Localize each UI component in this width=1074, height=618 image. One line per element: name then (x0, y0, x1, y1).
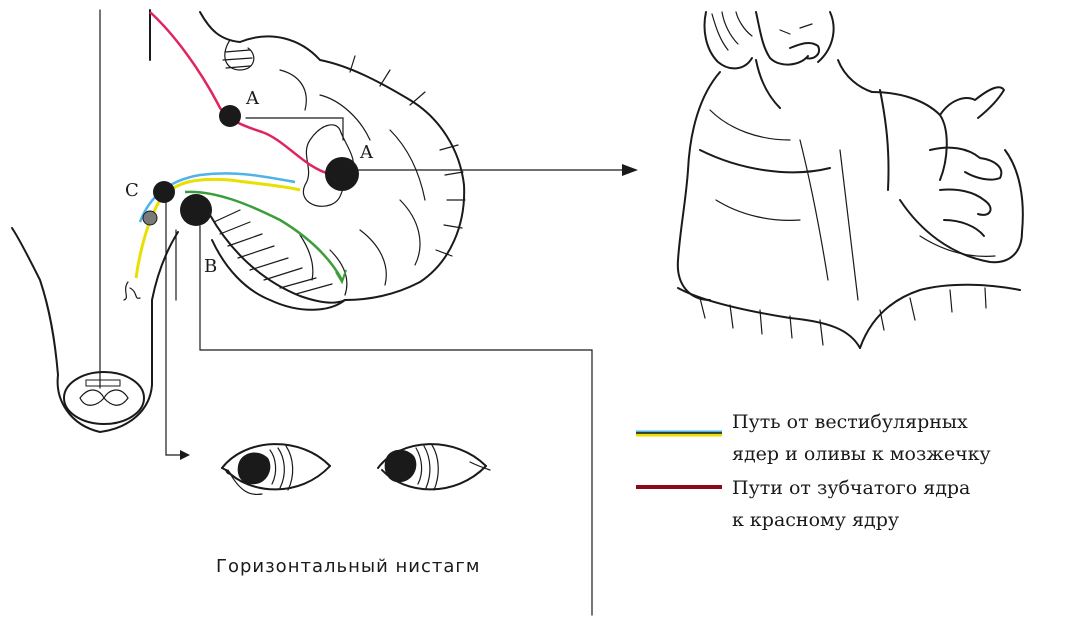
nucleus-c (153, 181, 175, 203)
eyes-arrowhead (180, 450, 190, 460)
patient-figure-illustration (678, 12, 1023, 348)
legend-dentate-line2: к красному ядру (732, 509, 899, 531)
red-pathway (150, 12, 330, 174)
legend-vestibular-line2: ядер и оливы к мозжечку (732, 443, 991, 465)
figure-arrowhead (622, 164, 638, 176)
caption-nystagmus: Горизонтальный нистагм (216, 556, 480, 577)
label-a-upper: A (245, 88, 260, 109)
small-nucleus (143, 211, 157, 225)
left-eye (222, 444, 330, 494)
nucleus-a-upper (219, 105, 241, 127)
legend-vestibular-line1: Путь от вестибулярных (732, 411, 968, 433)
nucleus-b (180, 194, 212, 226)
legend: Путь от вестибулярных ядер и оливы к моз… (636, 411, 991, 531)
legend-dentate-line1: Пути от зубчатого ядра (732, 477, 970, 499)
a-connector (246, 118, 343, 140)
label-a-lower: A (359, 142, 374, 163)
label-c: C (125, 180, 139, 201)
label-b: B (204, 256, 217, 277)
nucleus-a-lower (325, 157, 359, 191)
right-eye (378, 444, 490, 490)
